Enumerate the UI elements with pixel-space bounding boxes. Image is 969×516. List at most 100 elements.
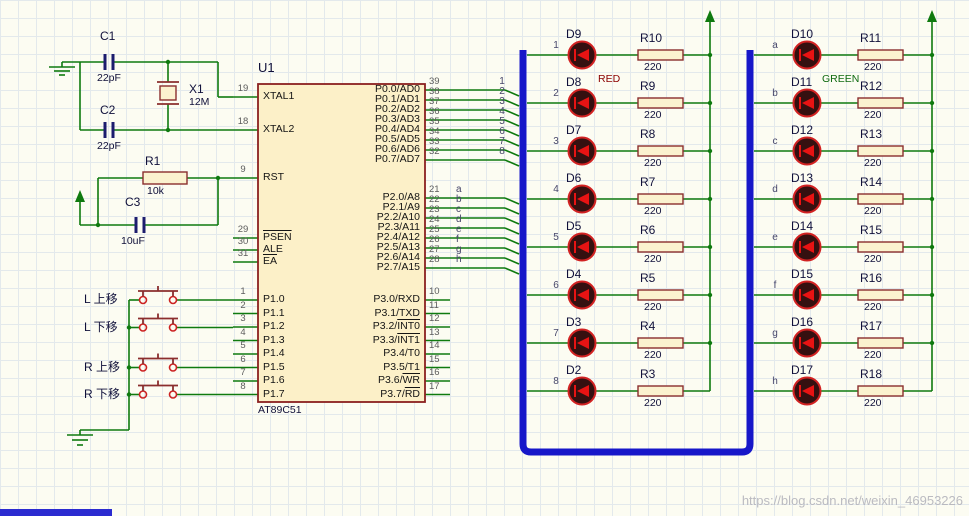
- button-label: R 下移: [84, 386, 121, 401]
- led-ref: D13: [791, 171, 814, 185]
- pin-name-overline: PSEN: [263, 231, 292, 243]
- pin-name-text: P0.3/AD3: [375, 113, 420, 125]
- pin-number: 2: [240, 299, 246, 311]
- pin-name-text: P2.1/A9: [382, 201, 420, 213]
- pin-name-text: P2.3/A11: [377, 221, 420, 233]
- button-terminal[interactable]: [138, 323, 148, 332]
- resistor-ref: R9: [640, 79, 656, 93]
- led-arrow: [802, 145, 814, 157]
- pin-number: 9: [240, 164, 246, 175]
- pin-name: P1.2: [263, 321, 285, 332]
- led-ref: D3: [566, 315, 582, 329]
- pin-number: 17: [429, 380, 440, 392]
- pin-number: 31: [237, 248, 249, 259]
- led-ref: D10: [791, 27, 814, 41]
- watermark: https://blog.csdn.net/weixin_46953226: [741, 493, 963, 508]
- pin-name-text: P0.1/AD1: [375, 93, 420, 105]
- pin-name: P0.3/AD3: [300, 114, 420, 125]
- resistor-value: 220: [864, 253, 882, 265]
- led-arrow: [802, 385, 814, 397]
- button-terminal[interactable]: [138, 295, 148, 305]
- pin-name: P2.7/A15: [300, 262, 420, 273]
- pin-name-overline: INT0: [397, 320, 420, 332]
- net-label: 8: [553, 376, 559, 387]
- led-arrow: [802, 97, 814, 109]
- pin-name: P0.5/AD5: [300, 134, 420, 145]
- pin-name-text: P0.4/AD4: [375, 123, 420, 135]
- pin-number: 16: [429, 367, 440, 378]
- net-label: 7: [553, 328, 559, 339]
- resistor-symbol: [637, 337, 684, 349]
- led-ref: D8: [566, 75, 582, 89]
- led-ref: D16: [791, 315, 814, 329]
- pin-name: PSEN: [263, 232, 292, 243]
- led-arrow: [577, 289, 589, 301]
- net-label: 3: [499, 96, 505, 107]
- led-arrow: [577, 145, 589, 157]
- resistor-value: 220: [644, 61, 662, 73]
- pin-number: 14: [429, 340, 440, 351]
- scrollbar-fragment[interactable]: [0, 509, 112, 516]
- pin-name-text: P2.0/A8: [382, 191, 420, 203]
- net-label: c: [772, 136, 778, 147]
- resistor-symbol: [637, 97, 684, 109]
- pin-number: 7: [240, 367, 246, 378]
- pin-name: P2.4/A12: [300, 232, 420, 243]
- resistor-ref: R13: [860, 127, 883, 141]
- pin-name: P3.0/RXD: [300, 294, 420, 305]
- pin-number: 11: [429, 299, 439, 311]
- u1-ref: U1: [258, 60, 275, 75]
- resistor-value: 220: [644, 301, 662, 313]
- button-terminal[interactable]: [168, 295, 178, 305]
- resistor-symbol: [637, 385, 684, 397]
- pin-number: 8: [240, 380, 246, 392]
- pin-name: P1.1: [263, 307, 285, 319]
- net-label: e: [772, 232, 778, 243]
- mcu-body[interactable]: [257, 83, 426, 403]
- pin-number: 21: [429, 184, 440, 195]
- resistor-symbol: [637, 49, 684, 61]
- resistor-value: 220: [864, 301, 882, 313]
- resistor-symbol: [857, 385, 904, 397]
- pin-name-text: P3.0/RXD: [373, 293, 420, 305]
- pin-name-overline: EA: [263, 255, 278, 267]
- net-label: b: [456, 194, 462, 205]
- pin-name: P1.0: [263, 294, 285, 305]
- net-label: 7: [499, 136, 505, 147]
- pin-name-text: XTAL2: [263, 123, 295, 135]
- resistor-symbol: [857, 49, 904, 61]
- c1-ref: C1: [100, 29, 116, 43]
- pin-name-text: P1.2: [263, 320, 285, 332]
- pin-name: P3.1/TXD: [300, 307, 420, 319]
- pin-number: 18: [237, 116, 249, 127]
- resistor-ref: R11: [860, 31, 882, 45]
- resistor-symbol: [857, 337, 904, 349]
- pin-name: P3.6/WR: [300, 375, 420, 386]
- pin-name: P3.4/T0: [300, 348, 420, 359]
- pin-name: P2.1/A9: [300, 202, 420, 213]
- pin-number: 34: [429, 126, 440, 137]
- pin-name-text: P3.3/: [372, 333, 398, 346]
- button-terminal[interactable]: [138, 390, 148, 399]
- net-color-label: GREEN: [822, 73, 860, 85]
- pin-number: 6: [240, 353, 246, 365]
- pin-name: P2.3/A11: [300, 222, 420, 233]
- resistor-value: 220: [864, 205, 882, 217]
- button-terminal[interactable]: [168, 323, 178, 332]
- pin-name-text: P2.5/A13: [376, 241, 420, 253]
- pin-number: 22: [429, 194, 440, 205]
- led-arrow: [802, 49, 814, 61]
- button-terminal[interactable]: [168, 363, 178, 372]
- led-arrow: [802, 337, 814, 349]
- pin-number: 35: [429, 116, 440, 127]
- pin-name-text: P1.3: [263, 333, 285, 346]
- r1-value: 10k: [147, 185, 164, 197]
- button-terminal[interactable]: [168, 390, 178, 399]
- resistor-ref: R6: [640, 223, 656, 237]
- pin-name: P3.2/INT0: [300, 321, 420, 332]
- button-terminal[interactable]: [138, 363, 148, 372]
- pin-name: P0.7/AD7: [300, 154, 420, 165]
- net-label: g: [456, 244, 462, 255]
- resistor-value: 220: [644, 109, 662, 121]
